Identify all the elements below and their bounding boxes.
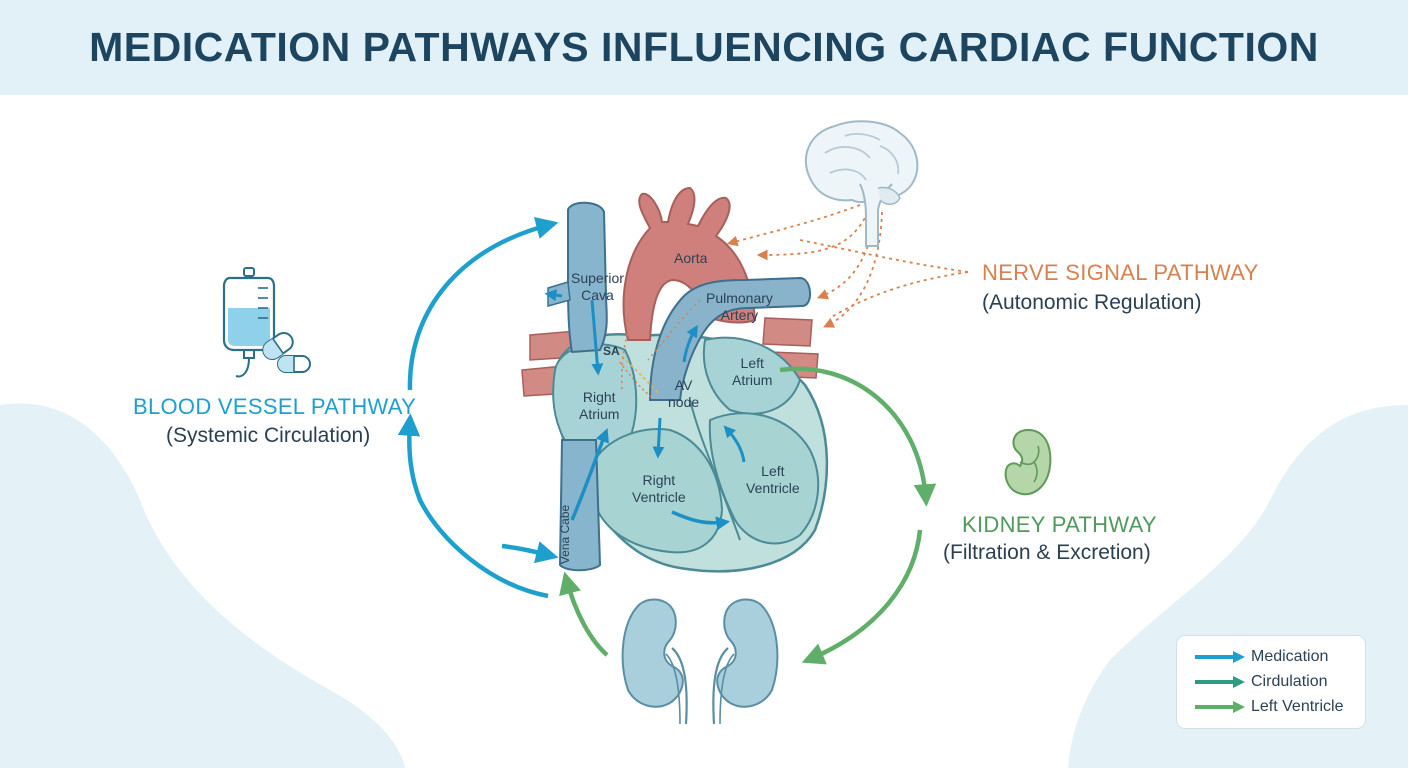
- label-av-node: AV node: [668, 377, 700, 410]
- iv-bag-icon: [222, 267, 276, 378]
- heart-illustration: [521, 186, 829, 573]
- blood-pathway-subtitle: (Systemic Circulation): [166, 424, 371, 447]
- legend-item-circulation: Cirdulation: [1177, 671, 1365, 695]
- background-blob-left: [0, 403, 405, 768]
- label-aorta: Aorta: [674, 250, 708, 266]
- label-left-atrium: Left Atrium: [732, 355, 773, 388]
- nerve-pathway-subtitle: (Autonomic Regulation): [982, 291, 1202, 314]
- label-right-ventricle: Right Ventricle: [632, 472, 686, 505]
- legend-item-medication: Medication: [1177, 646, 1365, 670]
- label-vena-cava: Vena Cabe: [558, 504, 573, 565]
- kidney-pathway-title: KIDNEY PATHWAY: [962, 512, 1157, 537]
- brain-icon: [805, 120, 919, 247]
- label-right-atrium: Right Atrium: [579, 389, 620, 422]
- kidney-icon: [1004, 428, 1052, 496]
- superior-vena-cava: [567, 201, 608, 354]
- legend-label: Medication: [1251, 648, 1329, 665]
- legend-label: Cirdulation: [1251, 673, 1328, 690]
- legend-item-left-ventricle: Left Ventricle: [1177, 696, 1365, 720]
- pills-icon: [262, 331, 311, 373]
- nerve-pathway-title: NERVE SIGNAL PATHWAY: [982, 260, 1259, 285]
- legend-label: Left Ventricle: [1251, 698, 1344, 715]
- pulmonary-artery: [648, 276, 811, 401]
- legend: Medication Cirdulation Left Ventricle: [1176, 635, 1366, 729]
- label-left-ventricle: Left Ventricle: [746, 463, 800, 496]
- label-superior-cava: Superior Cava: [571, 270, 624, 303]
- kidney-pathway-arrows: [559, 366, 937, 665]
- kidneys-icon: [621, 598, 779, 725]
- legend-arrow-icon: [1195, 651, 1245, 663]
- blood-pathway-arrows: [397, 216, 559, 599]
- legend-arrow-icon: [1195, 676, 1245, 688]
- kidney-pathway-subtitle: (Filtration & Excretion): [943, 541, 1151, 564]
- title-band: MEDICATION PATHWAYS INFLUENCING CARDIAC …: [0, 0, 1408, 95]
- label-sa-node: SA: [603, 344, 620, 358]
- page-title: MEDICATION PATHWAYS INFLUENCING CARDIAC …: [89, 24, 1319, 70]
- label-pulmonary-artery: Pulmonary Artery: [706, 290, 773, 323]
- legend-arrow-icon: [1195, 701, 1245, 713]
- blood-pathway-title: BLOOD VESSEL PATHWAY: [133, 394, 417, 419]
